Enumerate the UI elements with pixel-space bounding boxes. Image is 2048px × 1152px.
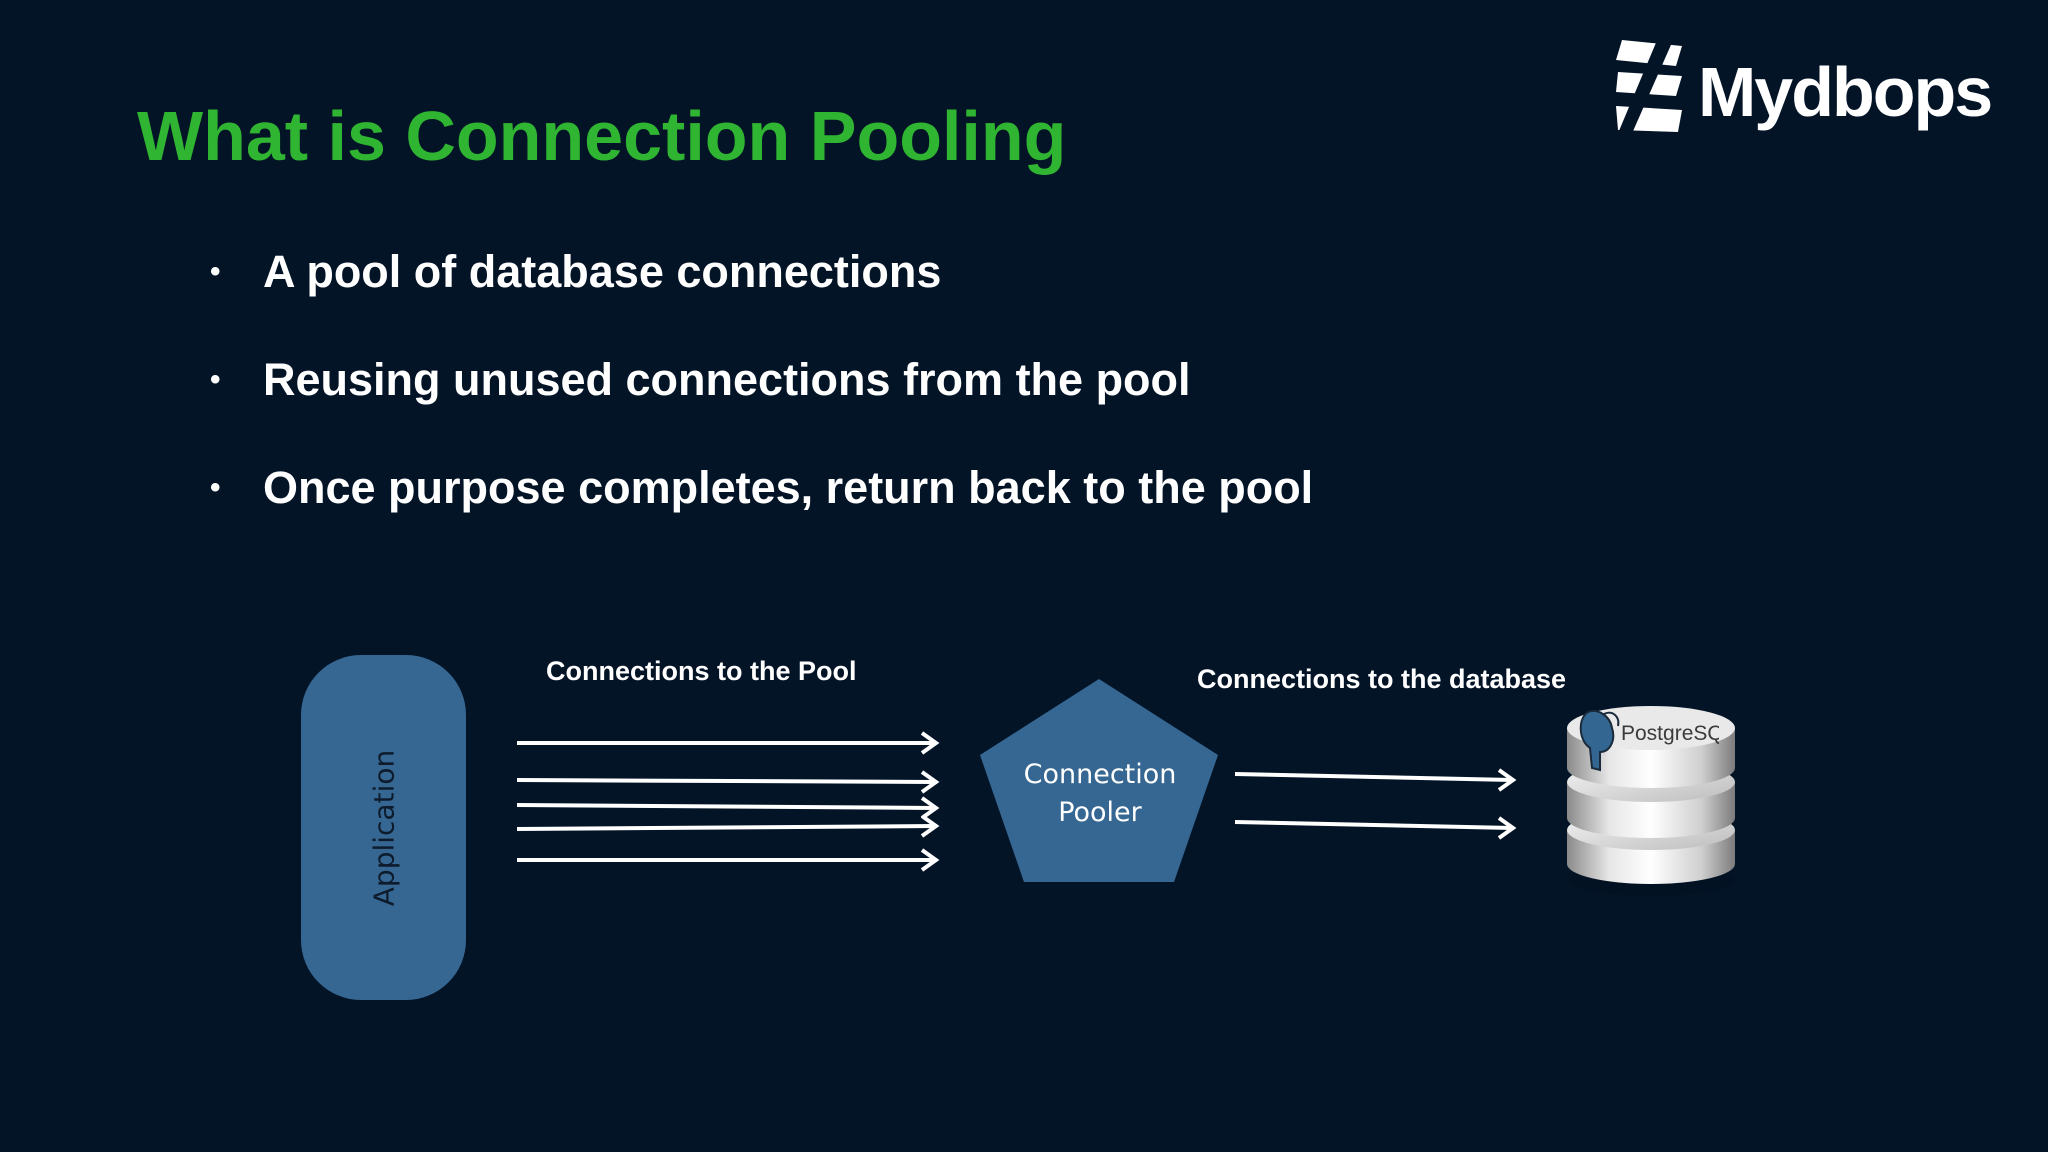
application-label: Application [367,749,400,906]
bullet-text: A pool of database connections [263,246,942,297]
db-connection-arrow [1234,768,1517,792]
pool-connection-arrows [516,731,940,872]
pool-connections-label: Connections to the Pool [546,656,857,686]
db-connections-label: Connections to the database [1197,664,1567,694]
db-connection-arrow [1234,816,1517,840]
bullet-dot-icon: • [210,255,221,288]
bullet-text: Reusing unused connections from the pool [263,354,1191,405]
bullet-text: Once purpose completes, return back to t… [263,462,1314,513]
database-label: PostgreSQL [1621,722,1719,745]
bullet-dot-icon: • [210,363,221,396]
postgresql-elephant-icon [1579,710,1620,772]
database-cylinder-icon [1567,706,1735,896]
pool-connection-arrow [516,796,940,820]
connection-pooler-label: Connection Pooler [980,756,1220,832]
pool-connection-arrow [516,770,940,794]
pool-connection-arrow [517,731,940,755]
bullet-dot-icon: • [210,471,221,504]
mydbops-logo: Mydbops [1616,38,2006,138]
logo-wordmark: Mydbops [1698,53,1993,131]
connection-pooler-shape [980,679,1218,882]
slide-title: What is Connection Pooling [137,97,1067,175]
pool-connection-arrow [516,814,940,838]
application-box: Application [301,655,466,1000]
db-connection-arrows [1234,768,1517,840]
pooler-label-line2: Pooler [1058,797,1142,828]
mydbops-logo-icon [1616,38,1682,138]
pool-connection-arrow [517,848,940,872]
pooler-label-line1: Connection [1023,759,1177,790]
